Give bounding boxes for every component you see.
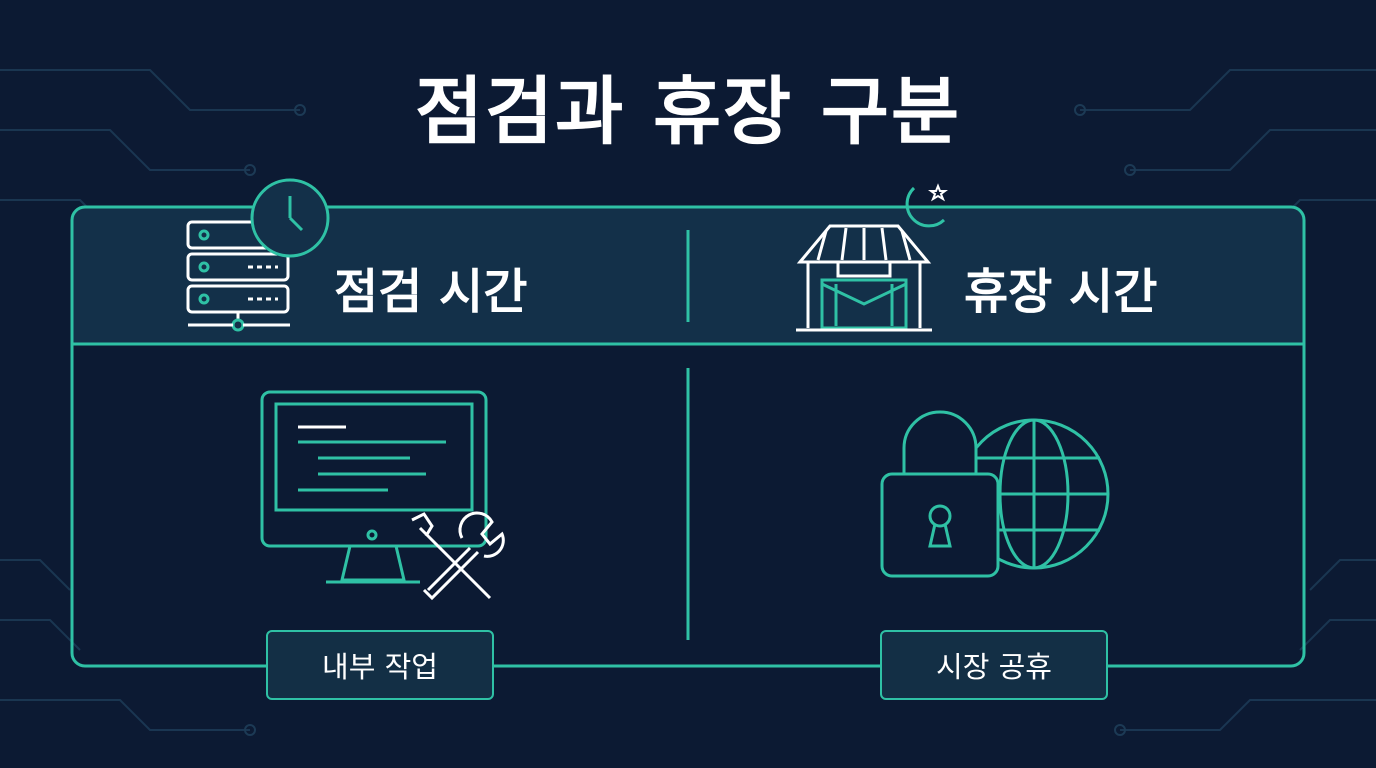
- closed-market-moon-icon: [796, 183, 948, 332]
- page-title: 점검과 휴장 구분: [414, 69, 962, 155]
- market-closed-time-label: 휴장 시간: [964, 264, 1158, 320]
- panel-frame: [70, 205, 1306, 668]
- server-clock-icon: [186, 178, 330, 332]
- market-holiday-tag: 시장 공휴: [880, 630, 1108, 700]
- internal-work-tag: 내부 작업: [266, 630, 494, 700]
- maintenance-time-label: 점검 시간: [334, 264, 528, 320]
- lock-globe-icon: [880, 410, 1110, 578]
- monitor-tools-icon: [260, 390, 505, 601]
